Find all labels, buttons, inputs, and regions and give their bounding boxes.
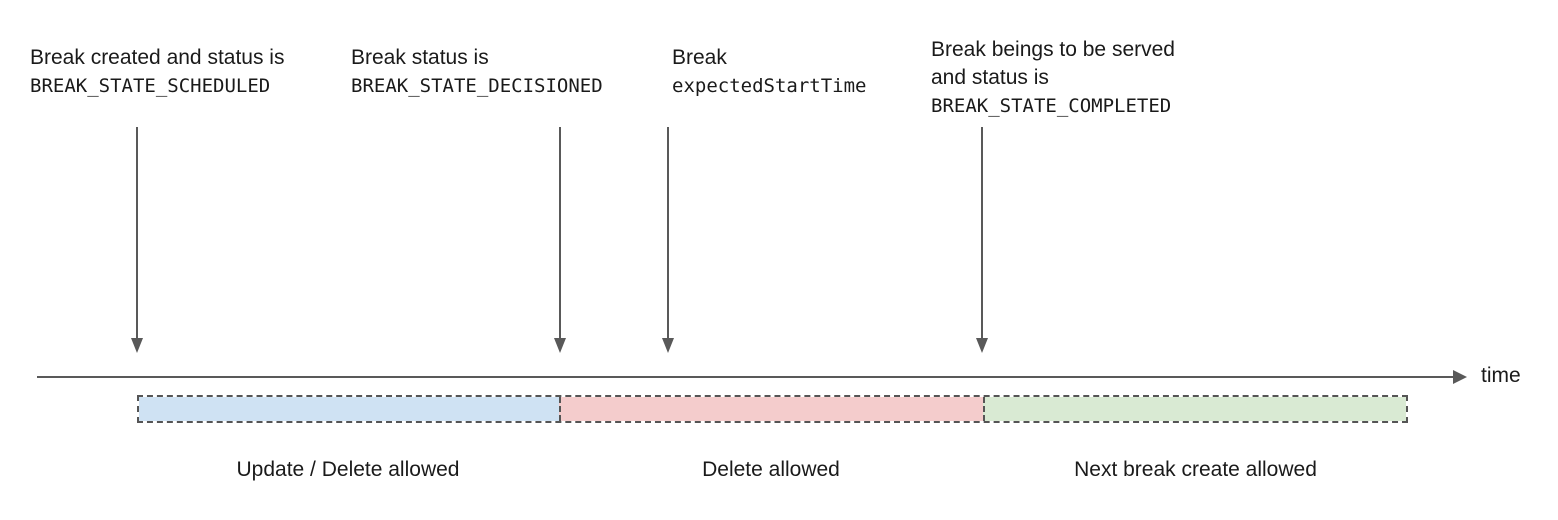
annotation-text-line: and status is	[931, 66, 1049, 89]
annotation-break-decisioned: Break status is BREAK_STATE_DECISIONED	[351, 44, 603, 100]
annotation-code-line: BREAK_STATE_COMPLETED	[931, 95, 1172, 117]
break-phase-bar	[137, 395, 1408, 423]
segment-label-next-break-create: Next break create allowed	[1074, 458, 1317, 481]
segment-delete-allowed	[559, 397, 983, 421]
down-arrow-icon	[131, 127, 143, 353]
time-axis-arrow-icon	[37, 370, 1467, 384]
segment-next-break-create-allowed	[983, 397, 1406, 421]
annotation-text-line: Break status is	[351, 46, 489, 69]
annotation-expected-start-time: Break expectedStartTime	[672, 44, 866, 100]
segment-label-update-delete: Update / Delete allowed	[236, 458, 460, 481]
annotation-text-line: Break beings to be served	[931, 38, 1175, 61]
annotation-code-line: expectedStartTime	[672, 75, 867, 97]
segment-update-delete-allowed	[139, 397, 559, 421]
down-arrow-icon	[554, 127, 566, 353]
down-arrow-icon	[662, 127, 674, 353]
down-arrow-icon	[976, 127, 988, 353]
annotation-text-line: Break	[672, 46, 727, 69]
annotation-code-line: BREAK_STATE_SCHEDULED	[30, 75, 271, 97]
annotation-text-line: Break created and status is	[30, 46, 285, 69]
annotation-break-scheduled: Break created and status is BREAK_STATE_…	[30, 44, 284, 100]
segment-label-delete: Delete allowed	[702, 458, 840, 481]
annotation-break-completed: Break beings to be served and status is …	[931, 36, 1175, 120]
annotation-code-line: BREAK_STATE_DECISIONED	[351, 75, 603, 97]
time-axis-label: time	[1481, 364, 1521, 387]
